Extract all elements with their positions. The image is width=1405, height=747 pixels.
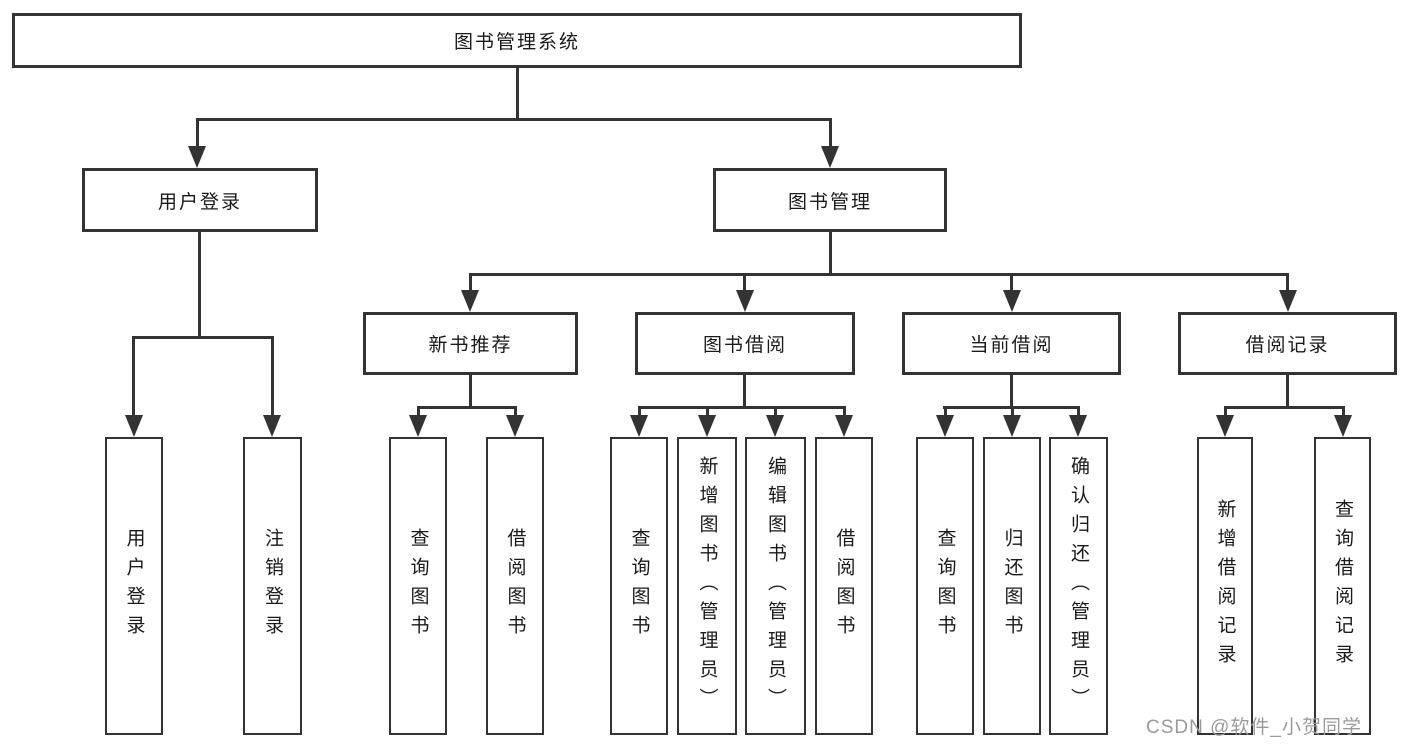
node-leaf-borrow-books: 借阅图书 [486,437,544,735]
connector-line [829,232,832,276]
node-root: 图书管理系统 [12,13,1022,68]
connector-line [944,406,947,417]
node-label: 新增借阅记录 [1214,499,1236,673]
connector-line [469,273,472,290]
connector-bus [1224,406,1344,409]
node-label: 借阅图书 [833,528,855,644]
node-leaf-add-book-admin: 新增图书（管理员） [677,437,737,735]
connector-line [1224,406,1227,417]
connector-line [774,406,777,417]
arrowhead-down-icon [506,415,524,437]
arrowhead-down-icon [1003,415,1021,437]
node-book-management-branch: 图书管理 [713,168,947,232]
connector-bus [417,406,517,409]
node-leaf-query-borrow-record: 查询借阅记录 [1314,437,1371,735]
arrowhead-down-icon [1069,415,1087,437]
arrowhead-down-icon [821,146,839,168]
node-label: 编辑图书（管理员） [765,455,786,717]
connector-line [843,406,846,417]
arrowhead-down-icon [936,415,954,437]
node-label: 借阅图书 [504,528,526,644]
connector-line [1286,375,1289,409]
connector-line [196,118,199,146]
node-book-borrow: 图书借阅 [635,312,855,375]
connector-line [271,336,274,415]
node-new-book-recommend: 新书推荐 [363,312,578,375]
arrowhead-down-icon [1003,290,1021,312]
arrowhead-down-icon [188,146,206,168]
arrowhead-down-icon [125,415,143,437]
node-leaf-query-books: 查询图书 [610,437,668,735]
connector-line [1342,406,1345,417]
arrowhead-down-icon [409,415,427,437]
node-label: 查询图书 [934,528,956,644]
arrowhead-down-icon [698,415,716,437]
node-label: 查询借阅记录 [1332,499,1353,673]
connector-bus [133,336,274,339]
node-label: 查询图书 [628,528,650,644]
node-current-borrow: 当前借阅 [902,312,1121,375]
connector-bus [638,406,846,409]
arrowhead-down-icon [1216,415,1234,437]
connector-line [514,406,517,417]
arrowhead-down-icon [835,415,853,437]
arrowhead-down-icon [263,415,281,437]
arrowhead-down-icon [736,290,754,312]
arrowhead-down-icon [630,415,648,437]
node-leaf-confirm-return-admin: 确认归还（管理员） [1049,437,1108,735]
connector-line [829,118,832,146]
node-leaf-edit-book-admin: 编辑图书（管理员） [745,437,806,735]
node-leaf-borrow-books: 借阅图书 [815,437,873,735]
node-leaf-add-borrow-record: 新增借阅记录 [1197,437,1253,735]
node-label: 查询图书 [407,528,429,644]
node-leaf-query-books: 查询图书 [916,437,974,735]
node-label: 确认归还（管理员） [1068,455,1089,717]
connector-line [743,375,746,409]
node-label: 新增图书（管理员） [696,455,718,717]
arrowhead-down-icon [1279,290,1297,312]
connector-bus [196,118,832,121]
node-label: 注销登录 [262,528,283,644]
connector-line [516,66,519,121]
connector-line [743,273,746,290]
connector-line [1011,406,1014,417]
node-label: 用户登录 [123,528,145,644]
connector-line [1077,406,1080,417]
connector-line [132,336,135,415]
connector-line [469,375,472,409]
node-leaf-query-books: 查询图书 [389,437,447,735]
node-label: 归还图书 [1001,528,1023,644]
arrowhead-down-icon [766,415,784,437]
connector-line [198,232,201,339]
csdn-watermark: CSDN @软件_小贺同学 [1146,717,1362,738]
node-leaf-user-login: 用户登录 [105,437,163,735]
connector-line [706,406,709,417]
connector-line [1010,375,1013,409]
arrowhead-down-icon [1334,415,1352,437]
connector-line [1286,273,1289,290]
node-borrow-records: 借阅记录 [1178,312,1397,375]
connector-bus [469,273,1289,276]
connector-line [417,406,420,417]
node-leaf-return-books: 归还图书 [983,437,1041,735]
node-leaf-logout: 注销登录 [243,437,302,735]
arrowhead-down-icon [461,290,479,312]
connector-line [1010,273,1013,290]
connector-line [638,406,641,417]
node-user-login-branch: 用户登录 [82,168,318,232]
